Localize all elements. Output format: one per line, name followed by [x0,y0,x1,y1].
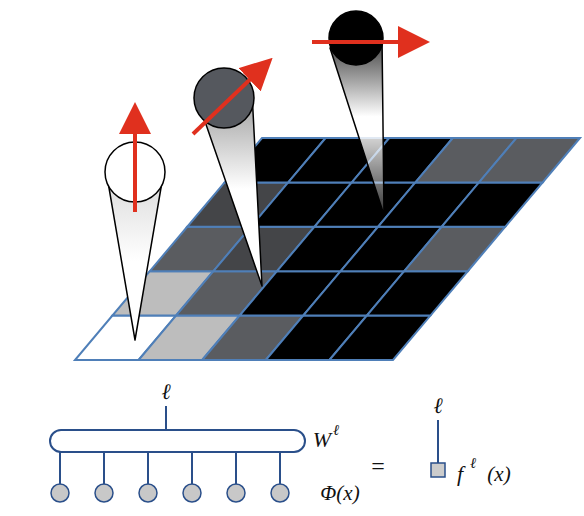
phi-vector [51,484,69,502]
tensor-f [431,463,445,477]
tensor-leg [165,406,167,430]
spin-arrow [312,40,418,44]
index-label: ℓ [433,395,442,417]
pixel-cell [479,138,580,182]
tensor-leg [437,420,439,463]
pixel-cell [442,182,543,226]
tensor-leg [279,452,281,484]
phi-vector [95,484,113,502]
tensor-leg [59,452,61,484]
index-label: ℓ [333,423,339,438]
pixel-grid [75,138,580,360]
spin-circle [194,68,254,128]
pixel-cell [404,227,505,271]
tensor-legs [51,452,289,502]
index-label: ℓ [470,456,476,471]
index-label: ℓ [161,381,170,403]
phi-vector [183,484,201,502]
tensor-leg [235,452,237,484]
feature-map-label: Φ(x) [320,483,359,504]
tensor-leg [191,452,193,484]
function-name: f [457,463,463,485]
tensor-w [50,430,305,452]
pixel-cell [329,316,430,360]
tensor-leg [147,452,149,484]
phi-vector [271,484,289,502]
phi-vector [227,484,245,502]
spin-circle [329,11,383,65]
function-args: (x) [487,464,510,485]
tensor-name: W [313,429,331,451]
pixel-cell [367,271,468,315]
phi-vector [139,484,157,502]
spin-arrow [193,66,264,134]
equals-sign: = [371,454,385,478]
tensor-leg [103,452,105,484]
spin-arrow [133,114,137,212]
